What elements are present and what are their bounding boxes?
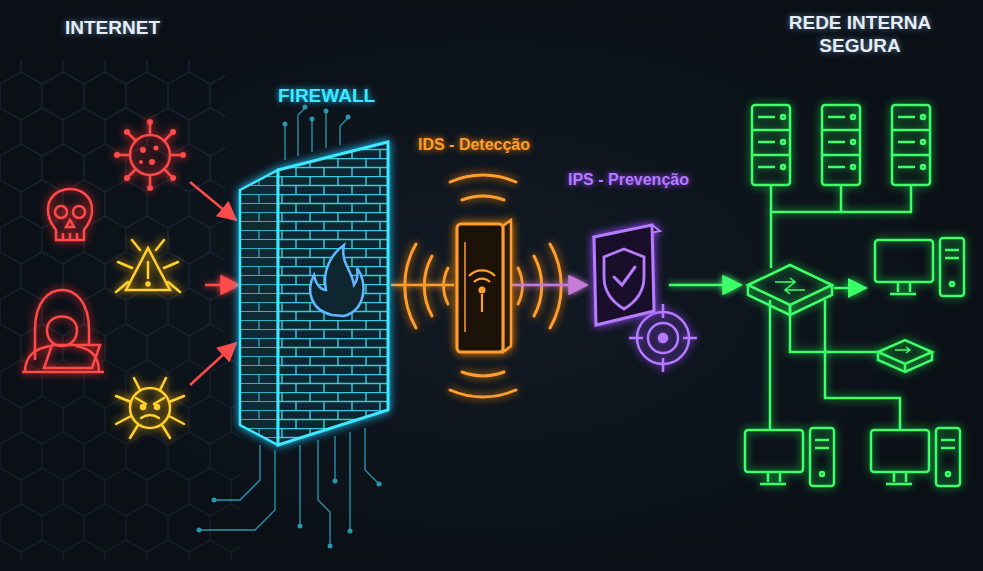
hex-texture xyxy=(0,60,240,560)
workstation-icon xyxy=(745,238,964,486)
flow-arrow xyxy=(669,284,741,287)
node-heading: IPS - Prevenção xyxy=(568,170,648,189)
node-heading: REDE INTERNA SEGURA xyxy=(775,8,945,58)
virus-icon xyxy=(114,119,186,191)
node-heading: FIREWALL xyxy=(278,85,428,108)
internet-zone: INTERNET xyxy=(20,15,204,445)
ips-shield: IPS - Prevenção xyxy=(588,225,668,325)
node-heading: IDS - Detecção xyxy=(418,135,474,154)
flow-arrow xyxy=(512,284,587,287)
ids-sensor: IDS - Detecção xyxy=(455,212,511,360)
warning-bug-icon xyxy=(116,240,180,292)
internal-network-zone: REDE INTERNA SEGURA xyxy=(742,8,978,498)
skull-icon xyxy=(48,189,92,240)
node-heading: INTERNET xyxy=(20,15,204,40)
firewall-wall: FIREWALL xyxy=(240,140,390,445)
attack-arrow xyxy=(190,182,236,385)
inspection-link xyxy=(391,284,454,287)
network-illustration xyxy=(745,105,964,486)
angry-bug-icon xyxy=(116,378,184,438)
server-icon xyxy=(752,105,930,185)
hacker-icon xyxy=(22,290,104,372)
network-arrow xyxy=(834,287,866,290)
firewall-wall-outline xyxy=(240,140,390,445)
ips-shield-outline xyxy=(588,225,668,325)
attack-arrow xyxy=(205,284,239,287)
ids-sensor-outline xyxy=(455,212,511,360)
